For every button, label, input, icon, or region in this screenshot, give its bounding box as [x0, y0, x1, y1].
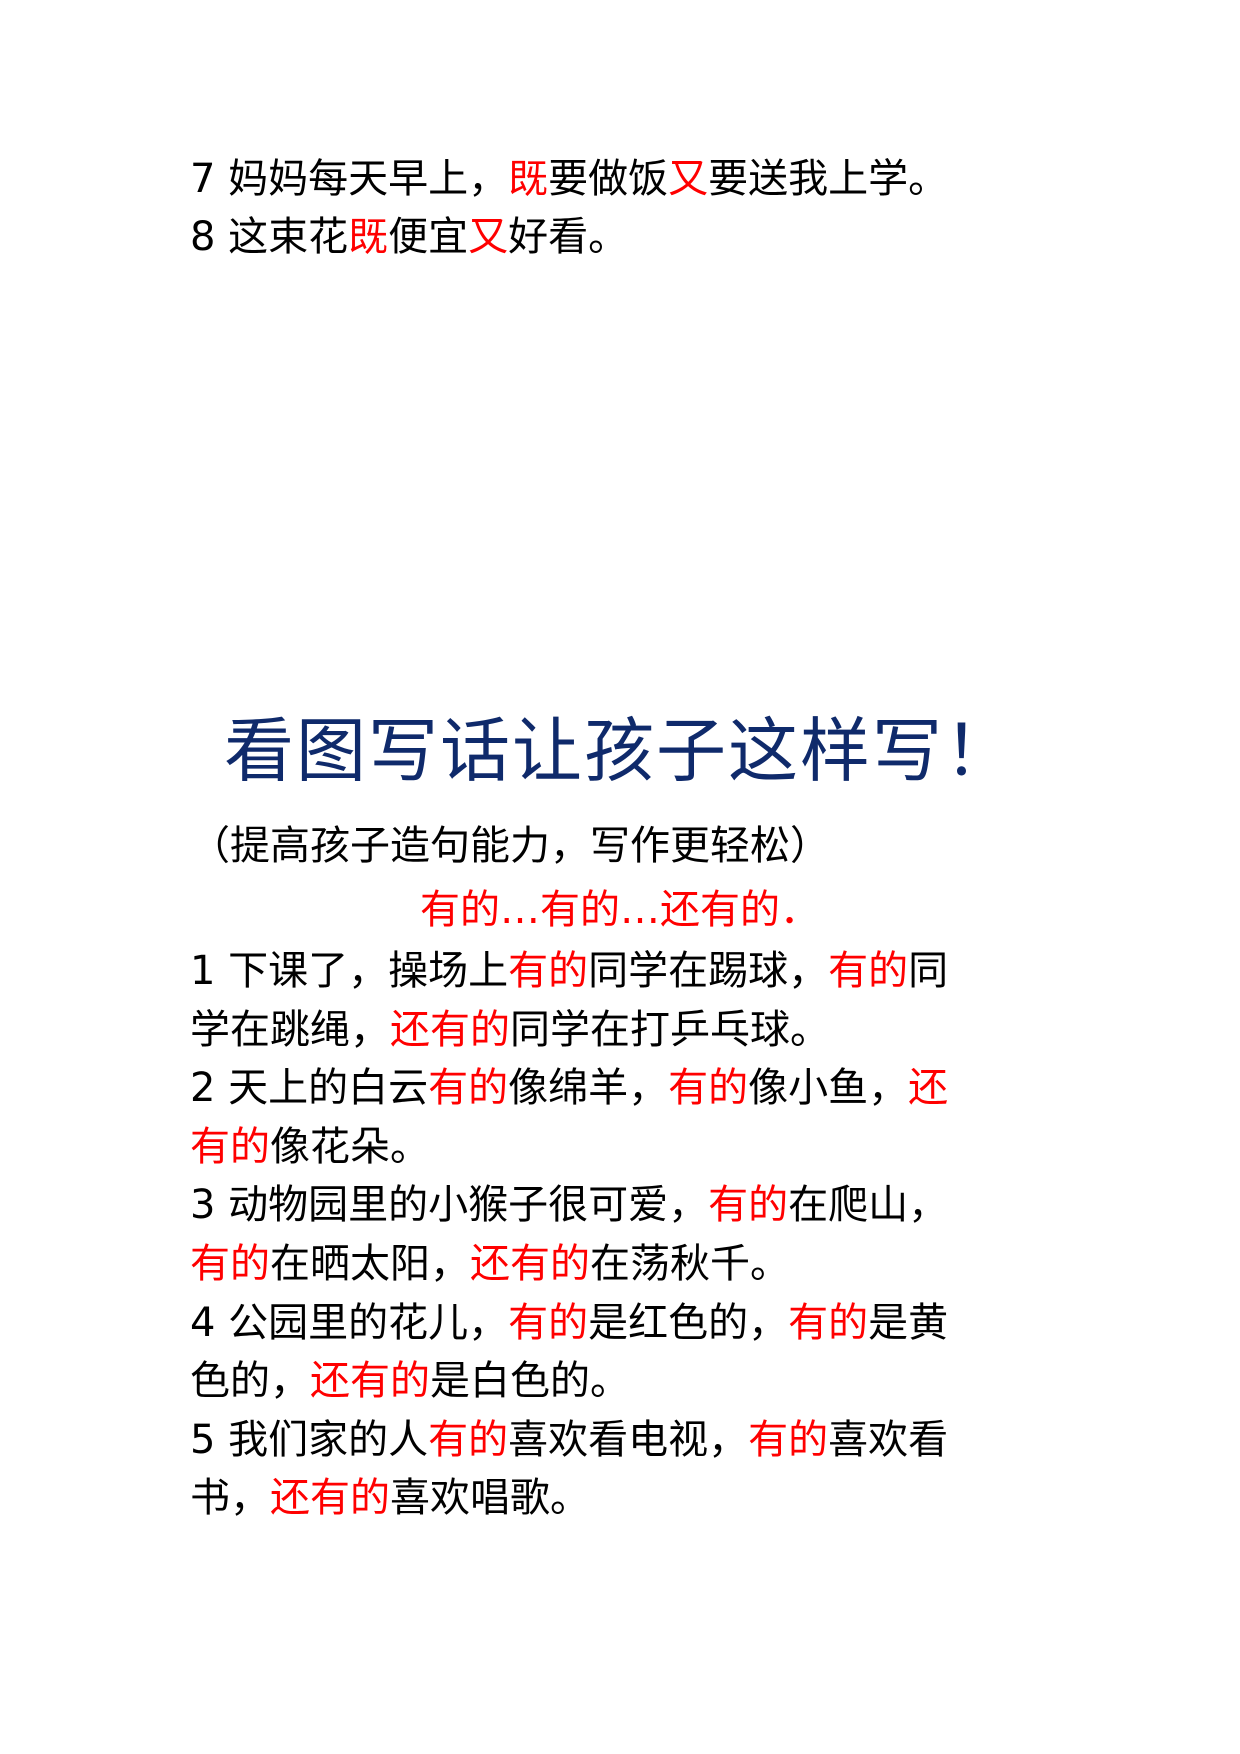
- sentence-pattern: 有的…有的…还有的．: [420, 887, 820, 933]
- example-line: 色的，还有的是白色的。: [190, 1348, 1070, 1414]
- text-segment: 像绵羊，: [508, 1065, 669, 1112]
- highlight-segment: 还有的: [390, 1006, 510, 1053]
- text-segment: 要送我上学。: [708, 156, 949, 202]
- highlight-segment: 有的: [190, 1123, 270, 1170]
- text-segment: 喜欢看: [828, 1416, 949, 1463]
- subtitle: （提高孩子造句能力，写作更轻松）: [190, 823, 830, 869]
- highlight-segment: 还有的: [310, 1358, 430, 1405]
- text-segment: 2 天上的白云: [190, 1065, 429, 1112]
- text-segment: 5 我们家的人: [190, 1416, 429, 1463]
- example-line: 学在跳绳，还有的同学在打乒乓球。: [190, 997, 1070, 1063]
- highlight-segment: 有的: [828, 948, 909, 994]
- text-segment: 喜欢看电视，: [508, 1416, 749, 1463]
- text-segment: 像花朵。: [270, 1123, 430, 1170]
- text-segment: 同学在踢球，: [588, 948, 829, 994]
- text-segment: 色的，: [190, 1358, 310, 1405]
- text-segment: 在晒太阳，: [270, 1241, 470, 1287]
- text-segment: 在荡秋千。: [590, 1241, 790, 1287]
- text-segment: 4 公园里的花儿，: [190, 1299, 509, 1346]
- example-line: 1 下课了，操场上有的同学在踢球，有的同: [190, 938, 1070, 1004]
- text-segment: 3 动物园里的小猴子很可爱，: [190, 1182, 709, 1229]
- text-segment: 学在跳绳，: [190, 1006, 390, 1053]
- text-segment: 在爬山，: [788, 1182, 949, 1229]
- example-line: 4 公园里的花儿，有的是红色的，有的是黄: [190, 1290, 1070, 1356]
- example-line: 5 我们家的人有的喜欢看电视，有的喜欢看: [190, 1407, 1070, 1473]
- highlight-segment: 又: [468, 214, 509, 260]
- highlight-segment: 既: [348, 214, 389, 260]
- highlight-segment: 有的: [428, 1065, 509, 1112]
- text-segment: 便宜: [388, 214, 469, 260]
- example-line: 有的在晒太阳，还有的在荡秋千。: [190, 1231, 1070, 1297]
- highlight-segment: 有的: [428, 1416, 509, 1463]
- highlight-segment: 有的: [668, 1065, 749, 1112]
- highlight-segment: 还有的: [270, 1475, 390, 1522]
- text-segment: 是白色的。: [430, 1358, 630, 1405]
- example-line: 3 动物园里的小猴子很可爱，有的在爬山，: [190, 1172, 1070, 1238]
- text-segment: 要做饭: [548, 156, 669, 202]
- text-segment: 1 下课了，操场上: [190, 948, 509, 994]
- page-title: 看图写话让孩子这样写！: [224, 710, 1016, 792]
- example-line: 书，还有的喜欢唱歌。: [190, 1465, 1070, 1531]
- highlight-segment: 有的: [748, 1416, 829, 1463]
- text-segment: 同学在打乒乓球。: [510, 1006, 830, 1053]
- text-segment: 8 这束花: [190, 214, 349, 260]
- highlight-segment: 还: [908, 1065, 949, 1112]
- highlight-segment: 又: [668, 156, 709, 202]
- highlight-segment: 有的: [508, 1299, 589, 1346]
- highlight-segment: 还有的: [470, 1241, 590, 1287]
- text-segment: 好看。: [508, 214, 629, 260]
- text-segment: 书，: [190, 1475, 270, 1522]
- text-segment: 7 妈妈每天早上，: [190, 156, 509, 202]
- sentence-7: 7 妈妈每天早上，既要做饭又要送我上学。: [190, 146, 1070, 212]
- sentence-8: 8 这束花既便宜又好看。: [190, 204, 1070, 270]
- text-segment: 喜欢唱歌。: [390, 1475, 590, 1522]
- text-segment: 是黄: [868, 1299, 949, 1346]
- text-segment: 像小鱼，: [748, 1065, 909, 1112]
- highlight-segment: 有的: [508, 948, 589, 994]
- highlight-segment: 有的: [708, 1182, 789, 1229]
- highlight-segment: 有的: [788, 1299, 869, 1346]
- example-line: 2 天上的白云有的像绵羊，有的像小鱼，还: [190, 1055, 1070, 1121]
- highlight-segment: 有的: [190, 1241, 270, 1287]
- example-line: 有的像花朵。: [190, 1114, 1070, 1180]
- text-segment: 同: [908, 948, 949, 994]
- highlight-segment: 既: [508, 156, 549, 202]
- text-segment: 是红色的，: [588, 1299, 789, 1346]
